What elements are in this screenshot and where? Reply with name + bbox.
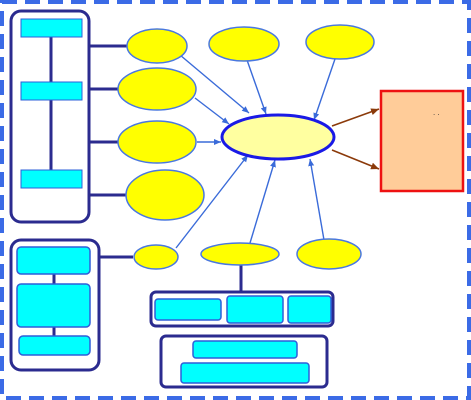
bottom-group-2-box-1 — [192, 340, 298, 359]
yellow-oval-top-1 — [126, 28, 188, 64]
bottom-group-1-box-3 — [287, 295, 332, 324]
bottom-group-1-box-2 — [226, 295, 284, 324]
yellow-oval-left-4 — [125, 169, 205, 221]
arrow-oval-top-3-to-center — [313, 58, 336, 121]
result-box — [379, 89, 465, 193]
arrow-oval-bottom-2-to-center — [249, 159, 276, 244]
yellow-oval-top-2 — [208, 26, 280, 62]
left-lower-box-3 — [18, 335, 91, 356]
arrow-center-to-result-upper — [331, 108, 380, 127]
arrow-oval-bottom-3-to-center — [308, 158, 325, 241]
bottom-group-1-box-1 — [154, 298, 222, 321]
yellow-oval-left-3 — [117, 120, 197, 164]
bottom-group-1 — [149, 290, 335, 328]
result-box-note: · · — [433, 111, 440, 119]
yellow-oval-bottom-2 — [200, 242, 280, 266]
arrow-oval-top-2-to-center — [246, 59, 267, 115]
bottom-group-2 — [159, 334, 329, 389]
left-upper-group — [9, 9, 91, 224]
left-lower-box-2 — [16, 283, 91, 328]
arrow-oval-top-1-to-center — [179, 54, 250, 114]
left-lower-group — [9, 238, 101, 372]
left-upper-box-2 — [20, 81, 83, 101]
arrow-oval-left-2-to-center — [194, 97, 230, 125]
bottom-group-2-box-2 — [180, 362, 310, 384]
yellow-oval-top-3 — [305, 24, 375, 60]
yellow-oval-bottom-1 — [133, 244, 179, 270]
left-upper-box-1 — [20, 18, 83, 38]
left-upper-box-3 — [20, 169, 83, 189]
center-ellipse — [220, 113, 336, 161]
arrow-oval-bottom-1-to-center — [175, 154, 249, 249]
yellow-oval-bottom-3 — [296, 238, 362, 270]
arrow-center-to-result-lower — [331, 149, 380, 170]
left-lower-box-1 — [16, 246, 91, 275]
yellow-oval-left-2 — [117, 67, 197, 111]
